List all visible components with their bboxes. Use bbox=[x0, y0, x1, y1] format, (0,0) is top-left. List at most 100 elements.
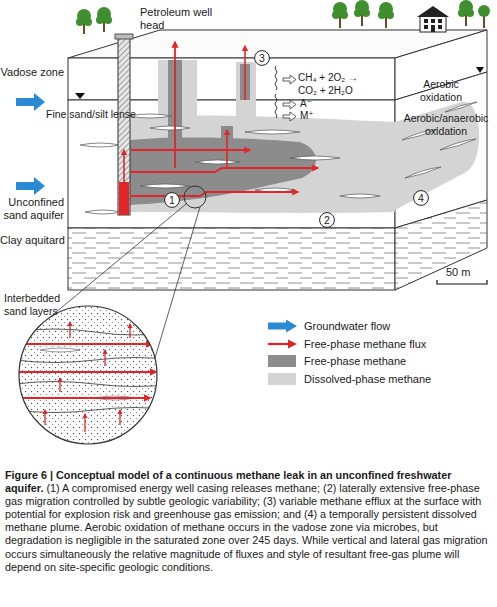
silt-lens bbox=[405, 167, 441, 178]
reaction-equation: CH₄ + 2O₂ → CO₂ + 2H₂O bbox=[298, 72, 370, 97]
inset-label: Interbedded sand layers bbox=[4, 292, 78, 317]
house-window bbox=[424, 25, 428, 29]
house-window bbox=[438, 19, 442, 23]
tree bbox=[458, 0, 474, 26]
water-table-mark bbox=[476, 67, 484, 73]
silt-lens bbox=[245, 130, 300, 134]
callout-circle-shape bbox=[414, 191, 429, 206]
callout-number: 3 bbox=[254, 50, 270, 66]
methane-flux-arrow bbox=[226, 130, 228, 168]
silt-lens bbox=[85, 210, 121, 214]
legend-row: Free-phase methane bbox=[266, 353, 406, 369]
callout-circle: 3 bbox=[254, 50, 270, 66]
methane-flux-arrow bbox=[44, 410, 45, 425]
methane-flux-arrow bbox=[123, 150, 125, 212]
dissolved-plume bbox=[236, 62, 256, 118]
silt-lens bbox=[150, 126, 190, 130]
inset-content bbox=[15, 302, 175, 452]
microbe-symbol bbox=[275, 94, 277, 118]
legend-groundwater-arrow bbox=[268, 320, 297, 333]
clay-aquitard-side bbox=[395, 200, 487, 290]
tree-crown bbox=[76, 18, 84, 26]
callout-number: 2 bbox=[319, 212, 335, 228]
tree-crown bbox=[386, 11, 394, 19]
legend-swatch bbox=[266, 372, 300, 386]
process-label: Aerobic oxidation bbox=[412, 78, 470, 103]
tree-crown bbox=[458, 9, 466, 17]
silt-lens bbox=[445, 102, 477, 112]
legend-swatch bbox=[266, 354, 300, 368]
callout-circle-shape bbox=[165, 193, 180, 208]
tree-crown bbox=[466, 9, 474, 17]
legend-row: Groundwater flow bbox=[266, 318, 390, 334]
layer-label: Vadose zone bbox=[0, 66, 64, 79]
groundwater-arrow bbox=[16, 177, 45, 195]
tree bbox=[76, 9, 92, 34]
sand-layer-line bbox=[15, 358, 175, 363]
house-window bbox=[424, 19, 428, 23]
reaction-arrow bbox=[283, 100, 296, 109]
well-casing bbox=[118, 38, 130, 215]
legend-text: Dissolved-phase methane bbox=[304, 373, 431, 385]
silt-lens bbox=[80, 143, 120, 147]
methane-flux-arrow bbox=[18, 371, 156, 373]
clay-aquitard-front bbox=[68, 228, 395, 290]
water-table-mark bbox=[75, 93, 85, 99]
sand-layer-line bbox=[15, 329, 175, 335]
legend-row: Free-phase methane flux bbox=[266, 336, 426, 352]
figure-caption: (1) A compromised energy well casing rel… bbox=[5, 482, 488, 573]
methane-flux-arrow bbox=[84, 414, 85, 432]
groundwater-arrow bbox=[16, 93, 45, 111]
well-head bbox=[115, 34, 133, 39]
magnifier-circle bbox=[184, 186, 206, 208]
tree-crown bbox=[478, 5, 490, 17]
callout-circle-shape bbox=[255, 51, 270, 66]
methane-flux-arrow bbox=[69, 322, 70, 338]
lens-label: Fine sand/silt lense bbox=[46, 108, 146, 121]
tree bbox=[96, 7, 112, 32]
tree-crown bbox=[354, 9, 362, 17]
callout-number: 1 bbox=[164, 192, 180, 208]
tree bbox=[332, 2, 348, 28]
reaction-arrow bbox=[283, 75, 296, 84]
tree-crown bbox=[340, 11, 348, 19]
layer-label: Unconfined sand aquifer bbox=[0, 196, 64, 221]
tree bbox=[478, 5, 490, 28]
dissolved-plume bbox=[130, 115, 395, 212]
legend-flux-arrow bbox=[268, 342, 290, 344]
silt-lens bbox=[440, 139, 476, 150]
legend-color-box bbox=[268, 355, 296, 367]
silt-lens bbox=[40, 348, 80, 352]
sand-layer-line bbox=[15, 382, 175, 387]
scale-bar bbox=[437, 280, 487, 284]
house-window bbox=[431, 19, 435, 23]
methane-flux-arrow bbox=[129, 324, 130, 338]
block-illustration bbox=[0, 0, 497, 468]
ion-label: A⁻ bbox=[300, 98, 330, 111]
inset-outline bbox=[19, 306, 157, 444]
tree-crown bbox=[378, 11, 386, 19]
scale-label: 50 m bbox=[446, 266, 490, 279]
tree-crown bbox=[96, 16, 104, 24]
tree-crown bbox=[104, 16, 112, 24]
layer-label: Clay aquitard bbox=[0, 234, 64, 247]
callout-circle: 4 bbox=[413, 190, 429, 206]
tree bbox=[354, 0, 370, 26]
microbe-symbol bbox=[275, 66, 277, 90]
tree-crown bbox=[84, 18, 92, 26]
ion-label: M⁺ bbox=[300, 110, 330, 123]
legend-text: Groundwater flow bbox=[304, 320, 390, 332]
methane-flux-arrow bbox=[174, 42, 176, 168]
tree-trunk bbox=[483, 16, 485, 28]
silt-lens bbox=[290, 156, 340, 160]
methane-flux-arrow bbox=[59, 378, 60, 392]
methane-flux-arrow bbox=[22, 397, 150, 399]
legend-swatch bbox=[266, 337, 300, 351]
methane-flux-arrow bbox=[244, 46, 246, 100]
legend-text: Free-phase methane bbox=[304, 355, 406, 367]
methane-flux-arrow bbox=[22, 343, 152, 345]
sand-layer-line bbox=[15, 408, 175, 413]
figure-caption-block: Figure 6 | Conceptual model of a continu… bbox=[5, 469, 492, 574]
